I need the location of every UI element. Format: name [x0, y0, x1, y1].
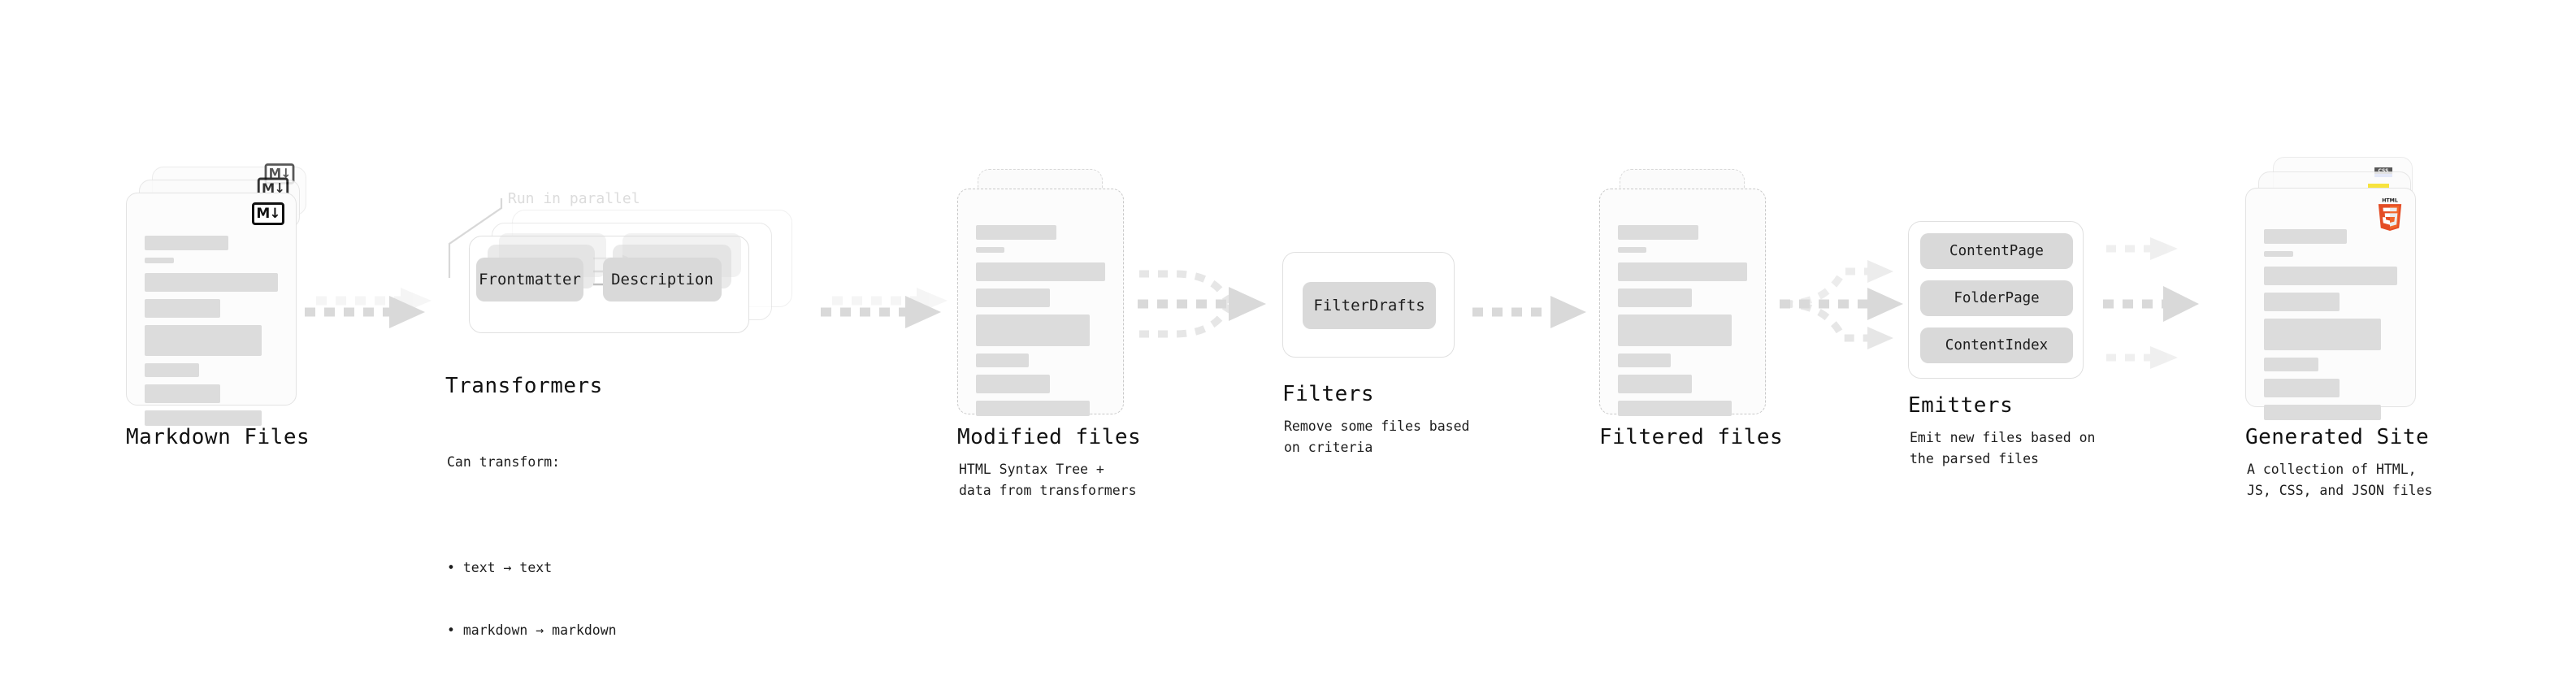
- filters-box: FilterDrafts: [1282, 252, 1455, 358]
- stage-title-filtered-files: Filtered files: [1599, 425, 1784, 449]
- stage-title-filters: Filters: [1282, 382, 1375, 406]
- doc-card-front: [957, 189, 1124, 416]
- stage-filtered-files: [1599, 169, 1778, 437]
- html5-badge-icon: HTML: [2376, 197, 2404, 231]
- emitter-pill-contentindex[interactable]: ContentIndex: [1920, 327, 2073, 363]
- markdown-badge-letter: M: [256, 205, 270, 222]
- filtered-card-stack: [1599, 169, 1778, 437]
- stage-title-modified-files: Modified files: [957, 425, 1142, 449]
- emitter-pill-contentpage[interactable]: ContentPage: [1920, 233, 2073, 269]
- emitter-pill-folderpage[interactable]: FolderPage: [1920, 280, 2073, 316]
- doc-skeleton: [1618, 225, 1747, 423]
- stage-subtitle-emitters: Emit new files based on the parsed files: [1910, 430, 2096, 466]
- stage-subtitle-modified-files: HTML Syntax Tree + data from transformer…: [959, 462, 1137, 498]
- doc-skeleton: [2264, 229, 2397, 427]
- doc-card-front: [1599, 189, 1766, 416]
- markdown-badge-letter: M: [261, 180, 275, 197]
- stage-markdown-files: M↓ M↓ M↓: [126, 163, 313, 435]
- doc-skeleton: [976, 225, 1105, 423]
- markdown-badge-arrow: ↓: [274, 180, 285, 197]
- markdown-card-stack: M↓ M↓ M↓: [126, 163, 313, 435]
- connector-emitters-to-site: [2103, 234, 2249, 372]
- stage-title-emitters: Emitters: [1908, 393, 2014, 418]
- css-badge-label: CSS: [2379, 168, 2389, 174]
- svg-text:HTML: HTML: [2382, 197, 2398, 203]
- connector-filters-to-filtered: [1472, 276, 1594, 333]
- doc-skeleton: [145, 236, 278, 433]
- emitters-box: ContentPage FolderPage ContentIndex: [1908, 221, 2084, 379]
- markdown-badge-arrow: ↓: [280, 166, 291, 181]
- stage-subtitle-transformers: Can transform: • text → text • markdown …: [447, 410, 617, 681]
- connector-filtered-to-emitters: [1780, 244, 1934, 366]
- stage-title-transformers: Transformers: [445, 374, 603, 398]
- stage-modified-files: [957, 169, 1136, 437]
- stage-generated-site: CSS HTML: [2245, 157, 2440, 433]
- run-in-parallel-bracket: [448, 198, 503, 278]
- stage-title-markdown-files: Markdown Files: [126, 425, 310, 449]
- run-in-parallel-label: Run in parallel: [508, 190, 640, 207]
- connector-transformers-to-modified: [821, 276, 951, 333]
- transformers-bullet: • markdown → markdown: [447, 622, 617, 638]
- transformers-bullet-list: • text → text • markdown → markdown • ht…: [447, 516, 617, 681]
- markdown-badge-icon: M↓: [252, 202, 284, 225]
- doc-card-front: HTML: [2245, 188, 2416, 420]
- connector-md-to-transformers: [305, 276, 435, 333]
- stage-title-generated-site: Generated Site: [2245, 425, 2430, 449]
- doc-card-front: M↓: [126, 193, 297, 426]
- stage-subtitle-filters: Remove some files based on criteria: [1284, 419, 1470, 455]
- markdown-badge-letter: M: [268, 166, 282, 181]
- connector-modified-to-filters: [1138, 264, 1280, 345]
- transformer-pill-frontmatter[interactable]: Frontmatter: [476, 258, 583, 301]
- transformers-bullet: • text → text: [447, 559, 553, 575]
- site-card-stack: CSS HTML: [2245, 157, 2440, 433]
- stage-subtitle-generated-site: A collection of HTML, JS, CSS, and JSON …: [2247, 462, 2433, 498]
- transformer-pill-description[interactable]: Description: [603, 258, 722, 301]
- transformer-box-front: Frontmatter Description: [469, 233, 749, 333]
- modified-card-stack: [957, 169, 1136, 437]
- filter-pill-filterdrafts[interactable]: FilterDrafts: [1303, 282, 1436, 329]
- markdown-badge-arrow: ↓: [269, 205, 280, 222]
- transformers-subtitle-line: Can transform:: [447, 454, 561, 471]
